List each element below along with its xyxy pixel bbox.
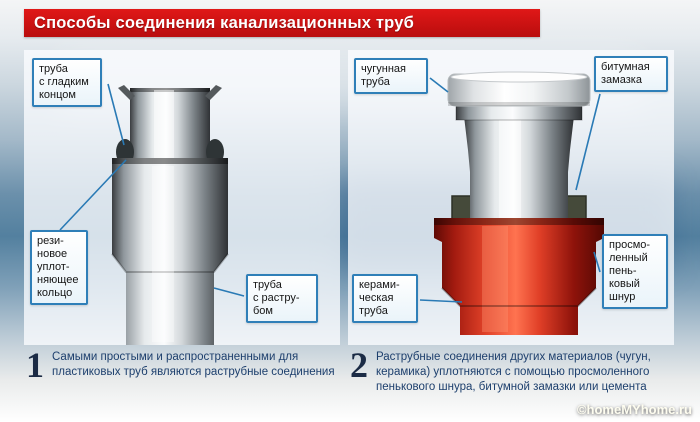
castiron-pipe-illustration (434, 71, 604, 335)
panel-plastic-joint: труба с гладким концом рези- новое уплот… (24, 50, 340, 345)
caption-1-text: Самыми простыми и распространенными для … (52, 351, 335, 378)
panel-castiron-joint: чугунная труба битумная замазка керами- … (348, 50, 674, 345)
caption-2: 2 Раструбные соединения других материало… (350, 345, 678, 395)
socket-bell-pipe (111, 158, 229, 345)
caption-2-number: 2 (350, 345, 368, 385)
label-cast-iron-pipe: чугунная труба (354, 58, 428, 94)
caption-1: 1 Самыми простыми и распространенными дл… (26, 345, 338, 385)
label-ceramic-pipe: керами- ческая труба (352, 274, 418, 323)
label-bitumen-putty: битумная замазка (594, 56, 668, 92)
caption-1-number: 1 (26, 345, 44, 385)
label-socket: труба с растру- бом (246, 274, 318, 323)
label-smooth-end: труба с гладким концом (32, 58, 102, 107)
page-title: Способы соединения канализационных труб (34, 13, 415, 32)
label-rubber-ring: рези- новое уплот- няющее кольцо (30, 230, 88, 305)
plastic-pipe-illustration (111, 85, 229, 345)
pipe-collar (447, 71, 591, 107)
cast-iron-pipe-shape (455, 103, 583, 220)
caption-2-text: Раструбные соединения других материалов … (376, 351, 651, 393)
ceramic-socket-shape (434, 218, 604, 335)
site-watermark: ©homeMYhome.ru (576, 402, 692, 417)
label-hemp-cord: просмо- ленный пень- ковый шнур (602, 234, 668, 309)
pipe-highlight (154, 90, 174, 158)
title-banner: Способы соединения канализационных труб (24, 9, 540, 37)
